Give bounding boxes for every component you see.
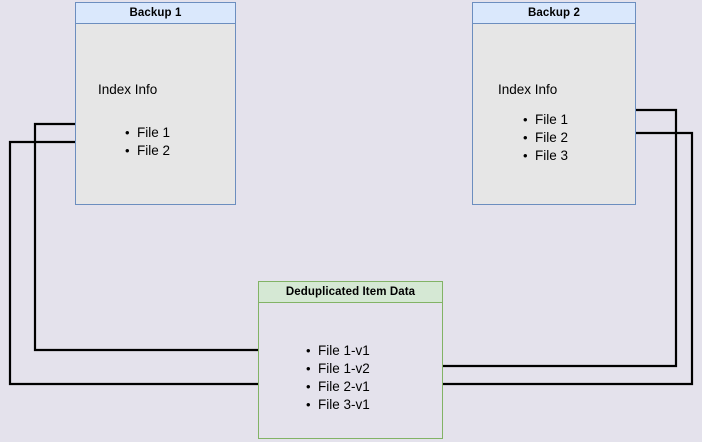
backup-1-index-info-label: Index Info <box>98 82 158 97</box>
list-item: File 3 <box>523 147 568 165</box>
list-item: File 1-v2 <box>306 360 370 378</box>
node-backup-2[interactable]: Backup 2 Index Info File 1 File 2 File 3 <box>472 2 636 205</box>
node-backup-1-body: Index Info File 1 File 2 <box>75 24 236 205</box>
node-dedup-body: File 1-v1 File 1-v2 File 2-v1 File 3-v1 <box>258 303 443 439</box>
node-deduplicated-item-data[interactable]: Deduplicated Item Data File 1-v1 File 1-… <box>258 281 443 439</box>
node-backup-2-title: Backup 2 <box>472 2 636 24</box>
backup-1-file-list: File 1 File 2 <box>125 124 170 160</box>
edge-backup1-file2-to-file2v1 <box>8 140 297 388</box>
node-backup-2-body: Index Info File 1 File 2 File 3 <box>472 24 636 205</box>
node-dedup-title: Deduplicated Item Data <box>258 281 443 303</box>
backup-2-file-list: File 1 File 2 File 3 <box>523 111 568 165</box>
backup-2-index-info-label: Index Info <box>498 82 558 97</box>
node-backup-1[interactable]: Backup 1 Index Info File 1 File 2 <box>75 2 236 205</box>
edge-backup2-file2-to-file2v1 <box>389 131 694 388</box>
list-item: File 2-v1 <box>306 378 370 396</box>
dedup-file-list: File 1-v1 File 1-v2 File 2-v1 File 3-v1 <box>306 342 370 414</box>
list-item: File 1-v1 <box>306 342 370 360</box>
node-backup-1-title: Backup 1 <box>75 2 236 24</box>
list-item: File 3-v1 <box>306 396 370 414</box>
list-item: File 1 <box>125 124 170 142</box>
list-item: File 2 <box>125 142 170 160</box>
list-item: File 1 <box>523 111 568 129</box>
list-item: File 2 <box>523 129 568 147</box>
